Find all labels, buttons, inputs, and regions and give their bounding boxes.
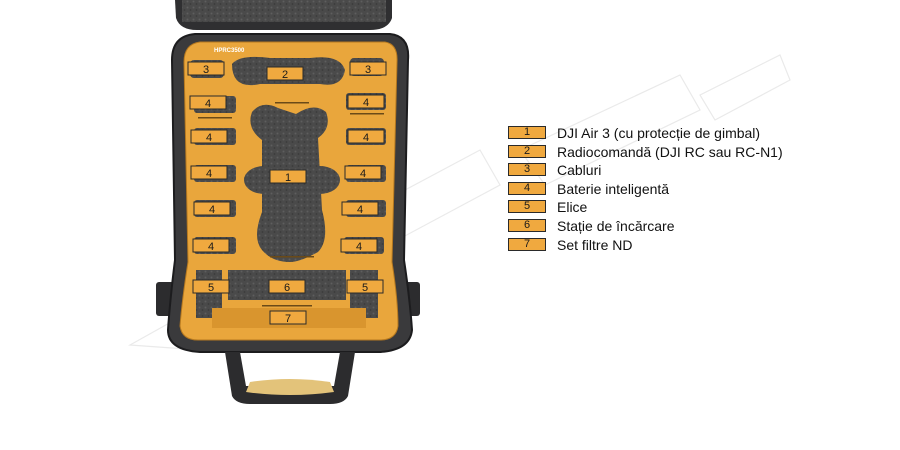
case-model-label: HPRC3500 [214, 48, 245, 54]
legend-label: Set filtre ND [557, 236, 633, 253]
slot-captions [198, 102, 384, 307]
badge-battery-r3: 4 [344, 165, 382, 180]
badge-battery-r1: 4 [347, 94, 385, 109]
case-handle [225, 352, 355, 404]
svg-text:4: 4 [208, 241, 214, 253]
badge-battery-l5: 4 [192, 238, 230, 253]
svg-text:4: 4 [209, 204, 215, 216]
badge-battery-l4: 4 [193, 201, 231, 216]
legend-label: Cabluri [557, 162, 602, 179]
badge-drone-slot: 1 [269, 169, 307, 184]
legend-number-badge: 1 [508, 126, 546, 139]
svg-text:1: 1 [285, 172, 291, 184]
svg-text:3: 3 [365, 64, 371, 76]
svg-text:7: 7 [285, 313, 291, 325]
case-badges: 3 2 3 4 4 4 4 1 4 4 4 4 4 4 5 6 5 7 [187, 61, 387, 325]
badge-charging-hub: 6 [268, 279, 306, 294]
legend-item: 4 Baterie inteligentă [508, 180, 848, 199]
badge-battery-l1: 4 [189, 95, 227, 110]
legend-label: Baterie inteligentă [557, 180, 670, 197]
legend-item: 5 Elice [508, 198, 848, 217]
badge-nd-filters: 7 [269, 310, 307, 325]
badge-battery-r5: 4 [340, 238, 378, 253]
badge-battery-l2: 4 [190, 129, 228, 144]
svg-text:4: 4 [363, 97, 369, 109]
svg-text:4: 4 [206, 132, 212, 144]
legend-label: Radiocomandă (DJI RC sau RC-N1) [557, 143, 783, 160]
svg-text:4: 4 [357, 204, 363, 216]
legend-number-badge: 3 [508, 163, 546, 177]
badge-cables-right: 3 [349, 61, 387, 76]
svg-text:5: 5 [362, 282, 368, 294]
svg-text:4: 4 [356, 241, 362, 253]
legend: 1 DJI Air 3 (cu protecție de gimbal) 2 R… [508, 124, 848, 254]
svg-text:4: 4 [205, 98, 211, 110]
badge-battery-l3: 4 [190, 165, 228, 180]
case-lid [175, 0, 392, 30]
badge-battery-r2: 4 [347, 129, 385, 144]
svg-text:3: 3 [203, 64, 209, 76]
legend-item: 7 Set filtre ND [508, 236, 848, 255]
legend-label: Elice [557, 199, 588, 216]
badge-props-left: 5 [192, 279, 230, 294]
legend-number-badge: 6 [508, 218, 546, 232]
legend-number-badge: 5 [508, 200, 546, 214]
svg-text:4: 4 [360, 168, 366, 180]
badge-cables-left: 3 [187, 61, 225, 76]
legend-item: 6 Stație de încărcare [508, 217, 848, 236]
svg-text:4: 4 [206, 168, 212, 180]
svg-text:5: 5 [208, 282, 214, 294]
legend-number-badge: 4 [508, 181, 546, 195]
badge-props-right: 5 [346, 279, 384, 294]
badge-remote-slot: 2 [266, 66, 304, 81]
legend-number-badge: 7 [508, 237, 546, 251]
legend-number-badge: 2 [508, 144, 546, 158]
legend-item: 1 DJI Air 3 (cu protecție de gimbal) [508, 124, 848, 143]
svg-text:2: 2 [282, 69, 288, 81]
legend-label: Stație de încărcare [557, 217, 675, 234]
svg-text:6: 6 [284, 282, 290, 294]
legend-item: 3 Cabluri [508, 161, 848, 180]
legend-label: DJI Air 3 (cu protecție de gimbal) [557, 125, 761, 141]
badge-battery-r4: 4 [341, 201, 379, 216]
legend-item: 2 Radiocomandă (DJI RC sau RC-N1) [508, 143, 848, 162]
svg-text:4: 4 [363, 132, 369, 144]
